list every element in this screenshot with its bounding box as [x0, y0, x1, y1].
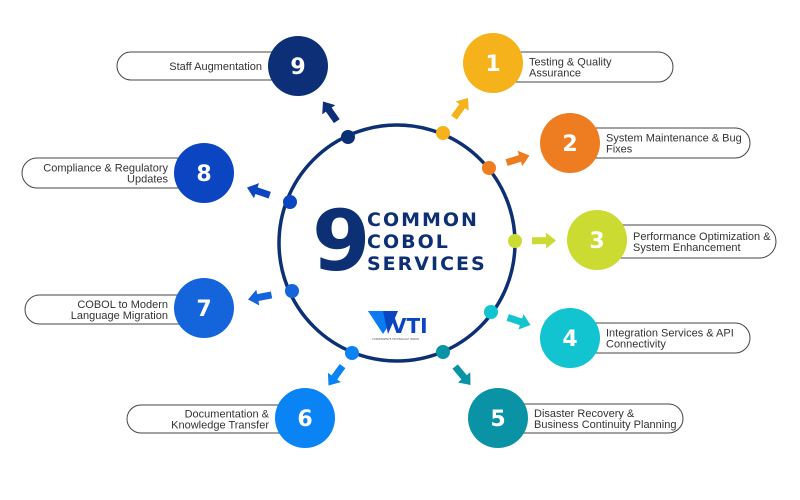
- service-item-5: Disaster Recovery &Business Continuity P…: [436, 345, 684, 448]
- service-number: 7: [196, 297, 211, 322]
- service-label-line: Fixes: [606, 144, 633, 156]
- service-label-line: COBOL to Modern: [77, 299, 168, 311]
- service-number: 4: [562, 327, 577, 352]
- arrow-icon: [506, 314, 531, 330]
- service-label-line: System Maintenance & Bug: [606, 133, 742, 145]
- service-label-line: Knowledge Transfer: [171, 420, 269, 432]
- service-number-circle: [174, 278, 234, 338]
- service-label-line: Disaster Recovery &: [534, 408, 635, 420]
- arrow-icon: [322, 101, 340, 124]
- service-number-circle: [567, 210, 627, 270]
- logo-text: VTI: [391, 314, 428, 338]
- service-label-line: Staff Augmentation: [169, 61, 262, 73]
- service-label-line: Updates: [127, 174, 168, 186]
- arrow-icon: [531, 232, 557, 249]
- service-number: 8: [196, 162, 211, 187]
- service-item-9: Staff Augmentation 9: [116, 36, 355, 144]
- service-number: 2: [562, 132, 577, 157]
- service-item-6: Documentation &Knowledge Transfer 6: [126, 346, 359, 448]
- service-label-line: Performance Optimization &: [633, 231, 771, 243]
- arrow-icon: [505, 150, 530, 167]
- service-number: 5: [490, 407, 505, 432]
- service-number-circle: [275, 388, 335, 448]
- ring-dot: [345, 346, 359, 360]
- logo-tagline: CONVERGENCE TECHNOLOGY INDIAN: [372, 337, 419, 341]
- service-number-circle: [540, 308, 600, 368]
- ring-dot: [482, 161, 496, 175]
- ring-dot: [508, 234, 522, 248]
- logo-mark-light: [368, 311, 389, 334]
- service-number: 1: [485, 52, 500, 77]
- ring-dot: [285, 284, 299, 298]
- title-line-1: COMMON: [367, 209, 479, 231]
- arrow-icon: [248, 289, 273, 306]
- service-item-3: Performance Optimization &System Enhance…: [508, 210, 777, 270]
- service-number-circle: [463, 33, 523, 93]
- service-label-line: Compliance & Regulatory: [43, 163, 168, 175]
- vti-logo: VTI CONVERGENCE TECHNOLOGY INDIAN: [368, 311, 428, 341]
- arrow-icon: [247, 183, 271, 199]
- service-number: 9: [290, 55, 305, 80]
- ring-dot: [436, 345, 450, 359]
- service-number: 6: [297, 407, 312, 432]
- service-number-circle: [468, 388, 528, 448]
- service-label-line: Language Migration: [71, 310, 168, 322]
- service-label-line: Business Continuity Planning: [534, 419, 676, 431]
- arrow-icon: [452, 364, 471, 385]
- logo-mark-dark: [383, 311, 398, 334]
- arrow-icon: [327, 364, 346, 386]
- service-label-line: Connectivity: [606, 339, 666, 351]
- service-label-line: Documentation &: [185, 409, 270, 421]
- service-label-line: Testing & Quality: [529, 57, 612, 69]
- ring-dot: [341, 130, 355, 144]
- title-number: 9: [312, 192, 370, 290]
- arrow-icon: [451, 97, 469, 120]
- service-number-circle: [268, 36, 328, 96]
- service-number: 3: [589, 229, 604, 254]
- service-label-line: Assurance: [529, 68, 581, 80]
- service-number-circle: [540, 113, 600, 173]
- ring-dot: [436, 126, 450, 140]
- service-label-line: System Enhancement: [633, 242, 741, 254]
- title-line-2: COBOL: [367, 231, 450, 253]
- service-number-circle: [174, 143, 234, 203]
- service-label-line: Integration Services & API: [606, 328, 734, 340]
- ring-dot: [484, 305, 498, 319]
- title-line-3: SERVICES: [367, 253, 487, 275]
- ring-dot: [283, 195, 297, 209]
